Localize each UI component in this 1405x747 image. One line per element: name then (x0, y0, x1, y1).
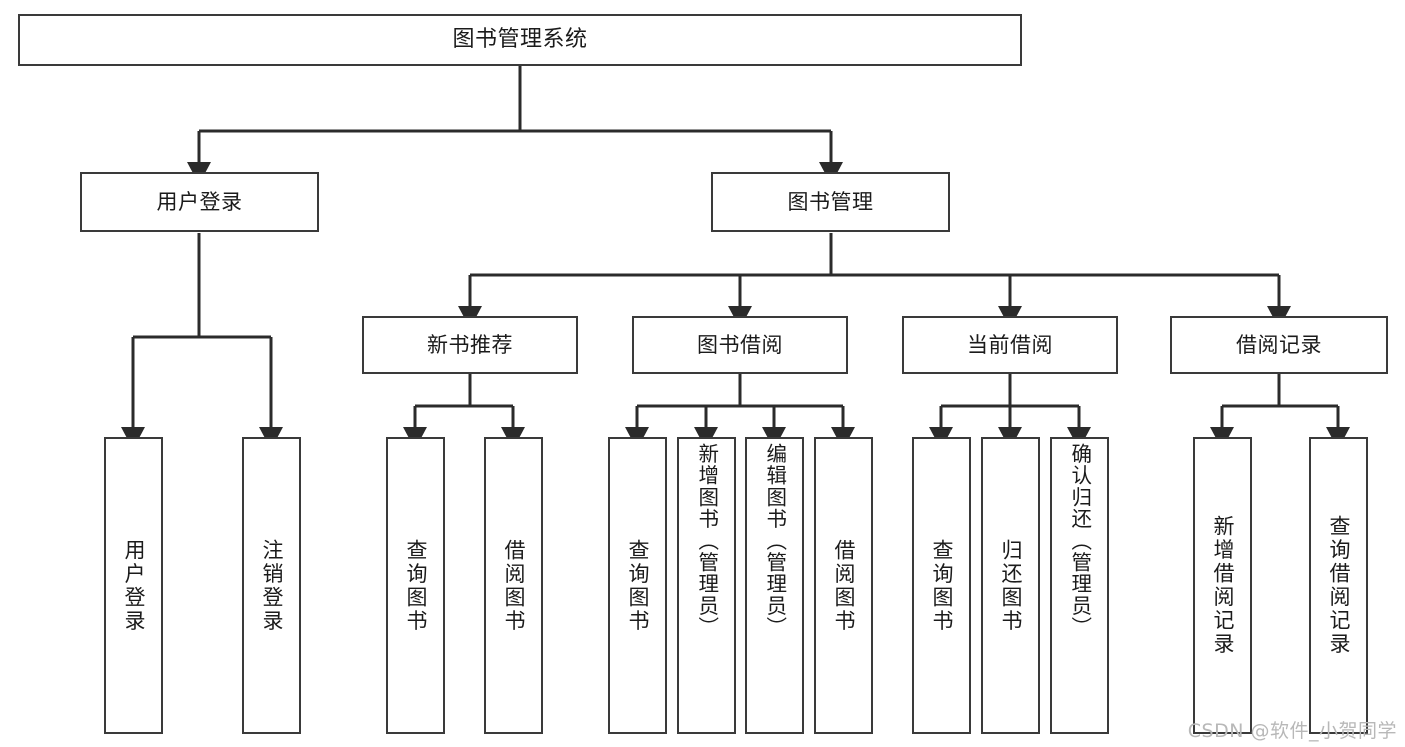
node-label: 图书管理 (787, 189, 874, 214)
node-label: 借阅图书 (502, 538, 526, 633)
node-label: 查询借阅记录 (1327, 515, 1351, 656)
node-borrow-record[interactable]: 借阅记录 (1170, 316, 1388, 374)
node-label: 新增图书（管理员） (694, 443, 719, 639)
leaf-query-book-borrow[interactable]: 查询图书 (608, 437, 667, 734)
leaf-confirm-return-admin[interactable]: 确认归还（管理员） (1050, 437, 1109, 734)
node-label: 当前借阅 (967, 332, 1053, 357)
node-label: 编辑图书（管理员） (762, 443, 787, 639)
node-label: 查询图书 (930, 538, 954, 633)
node-label: 用户登录 (122, 538, 146, 633)
leaf-add-book-admin[interactable]: 新增图书（管理员） (677, 437, 736, 734)
node-label: 用户登录 (156, 189, 243, 214)
leaf-user-login[interactable]: 用户登录 (104, 437, 163, 734)
leaf-borrow-book-borrow[interactable]: 借阅图书 (814, 437, 873, 734)
node-book-management[interactable]: 图书管理 (711, 172, 950, 232)
leaf-return-book[interactable]: 归还图书 (981, 437, 1040, 734)
leaf-query-book-recommend[interactable]: 查询图书 (386, 437, 445, 734)
node-label: 图书管理系统 (452, 27, 588, 53)
node-label: 新增借阅记录 (1211, 515, 1235, 656)
leaf-query-borrow-record[interactable]: 查询借阅记录 (1309, 437, 1368, 734)
leaf-add-borrow-record[interactable]: 新增借阅记录 (1193, 437, 1252, 734)
watermark-text: CSDN @软件_小贺同学 (1187, 720, 1397, 742)
node-new-book-recommend[interactable]: 新书推荐 (362, 316, 578, 374)
leaf-logout[interactable]: 注销登录 (242, 437, 301, 734)
node-current-borrow[interactable]: 当前借阅 (902, 316, 1118, 374)
node-label: 借阅记录 (1236, 332, 1322, 357)
leaf-edit-book-admin[interactable]: 编辑图书（管理员） (745, 437, 804, 734)
node-label: 确认归还（管理员） (1067, 443, 1092, 639)
leaf-borrow-book-recommend[interactable]: 借阅图书 (484, 437, 543, 734)
node-label: 注销登录 (260, 538, 284, 633)
node-label: 查询图书 (404, 538, 428, 633)
node-label: 图书借阅 (697, 332, 783, 357)
node-root-system[interactable]: 图书管理系统 (18, 14, 1022, 66)
node-book-borrow[interactable]: 图书借阅 (632, 316, 848, 374)
node-label: 查询图书 (626, 538, 650, 633)
node-label: 归还图书 (999, 538, 1023, 633)
node-label: 借阅图书 (832, 538, 856, 633)
leaf-query-book-current[interactable]: 查询图书 (912, 437, 971, 734)
node-label: 新书推荐 (427, 332, 513, 357)
node-user-login[interactable]: 用户登录 (80, 172, 319, 232)
